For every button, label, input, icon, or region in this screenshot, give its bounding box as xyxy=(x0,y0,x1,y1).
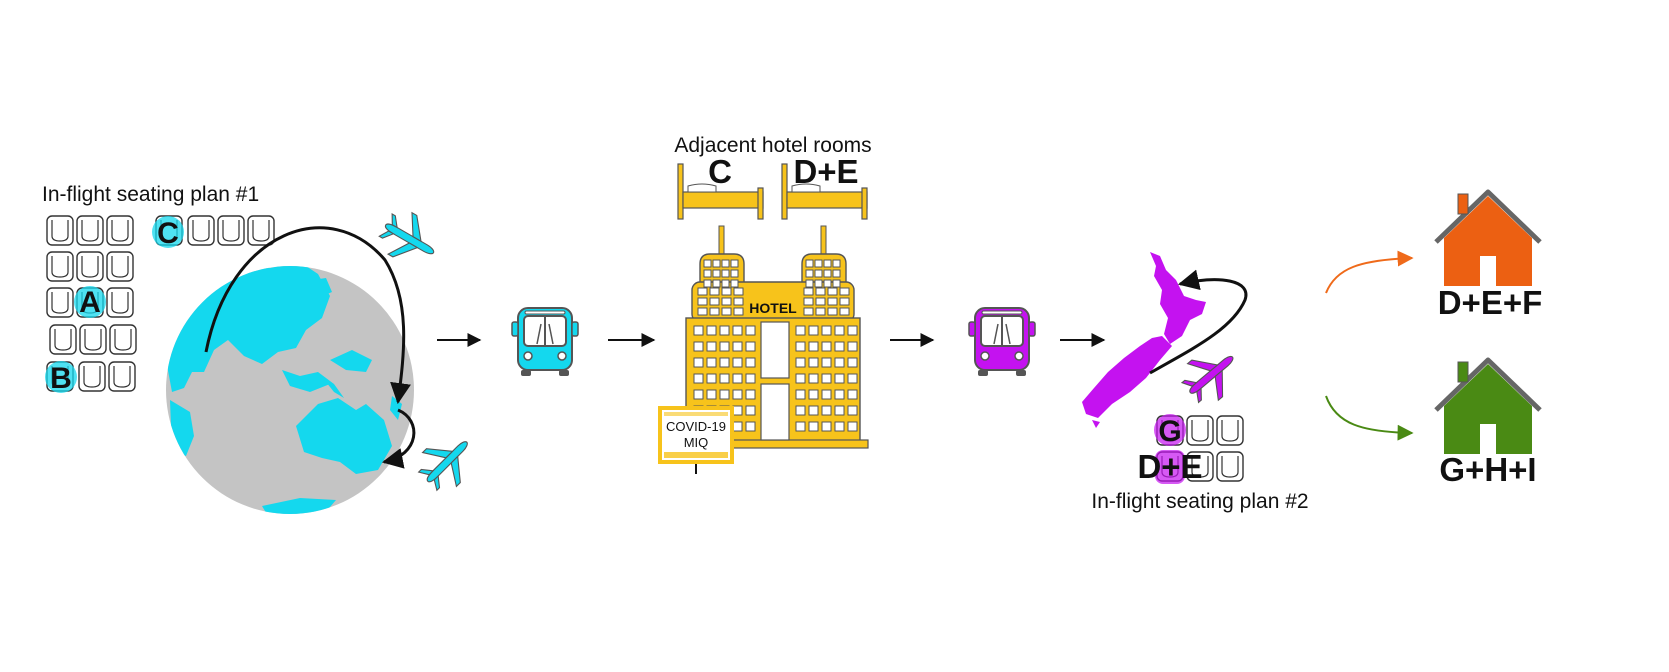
passenger-c-seat: C xyxy=(157,217,179,250)
passenger-de-seat: D+E xyxy=(1137,448,1202,485)
passenger-a-seat: A xyxy=(79,286,101,319)
hotel-icon: HOTEL xyxy=(679,225,869,449)
room-c-label: C xyxy=(708,153,732,190)
bus-icon xyxy=(968,307,1036,377)
covid-miq-sign: COVID-19 MIQ xyxy=(658,406,734,474)
bus-icon xyxy=(511,307,579,377)
house-1-label: D+E+F xyxy=(1438,284,1543,321)
airplane-icon xyxy=(1174,338,1249,412)
hotel-rooms-label: Adjacent hotel rooms xyxy=(674,134,871,157)
room-de-label: D+E xyxy=(793,153,858,190)
house-2-label: G+H+I xyxy=(1439,451,1536,488)
globe-icon xyxy=(166,266,414,514)
house-icon xyxy=(1436,360,1540,454)
nz-map-icon xyxy=(1082,252,1206,428)
seating-plan-1-label: In-flight seating plan #1 xyxy=(42,183,259,206)
miq-line1: COVID-19 xyxy=(666,419,726,434)
airplane-icon xyxy=(373,203,447,274)
airplane-icon xyxy=(410,424,485,499)
seating-plan-2-label: In-flight seating plan #2 xyxy=(1091,490,1308,513)
seating-plan-1: C A B xyxy=(45,215,275,395)
hotel-sign: HOTEL xyxy=(749,300,797,316)
miq-line2: MIQ xyxy=(684,435,709,450)
house-icon xyxy=(1436,192,1540,286)
passenger-b-seat: B xyxy=(50,362,72,395)
seating-plan-2: G D+E xyxy=(1137,414,1244,485)
passenger-g-seat: G xyxy=(1158,415,1181,448)
